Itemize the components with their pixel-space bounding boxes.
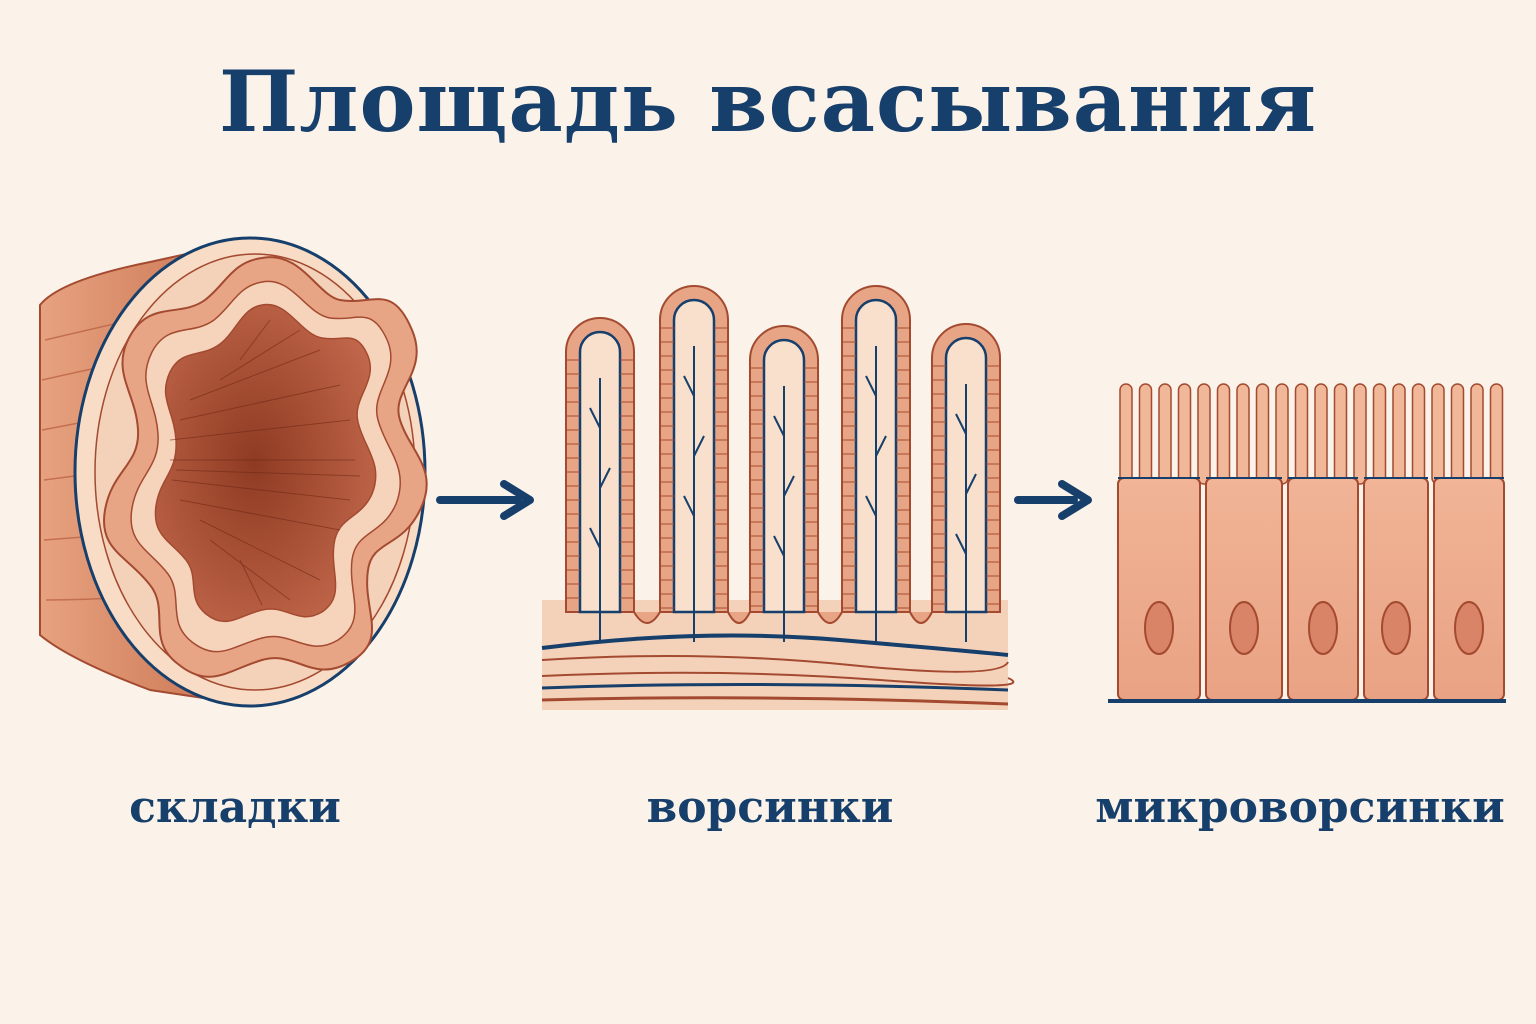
arrow-right-icon (1014, 480, 1092, 520)
crypt (909, 611, 933, 624)
label-microvilli: микроворсинки (1095, 782, 1505, 833)
crypt (817, 611, 843, 624)
microvillus (1177, 383, 1192, 485)
epithelial-cell (1205, 477, 1283, 701)
epithelial-cell (1117, 477, 1201, 701)
microvillus (1197, 383, 1211, 485)
label-folds: складки (129, 782, 341, 833)
microvillus (1333, 383, 1348, 485)
villus (659, 285, 729, 642)
cell-nucleus (1144, 601, 1174, 655)
villus (931, 323, 1001, 642)
villi-icon (541, 285, 1015, 710)
cell-nucleus (1381, 601, 1411, 655)
lumen (154, 303, 377, 623)
microvillus (1275, 383, 1289, 485)
microvillus (1314, 383, 1328, 485)
microvillus (1216, 383, 1231, 485)
epithelial-cell (1287, 477, 1359, 701)
intestine-cross-section-icon (39, 236, 428, 708)
microvillus (1489, 383, 1504, 485)
microvillus (1138, 383, 1153, 485)
cell-nucleus (1229, 601, 1259, 655)
arrow-right-icon (436, 480, 534, 520)
villus (749, 325, 819, 642)
microvillus (1431, 383, 1445, 485)
microvillus (1411, 383, 1426, 485)
microvillus (1236, 383, 1250, 485)
label-villi: ворсинки (646, 782, 894, 833)
villus (565, 317, 635, 642)
villus (841, 285, 911, 642)
microvillus (1353, 383, 1367, 485)
microvilli-cells-icon (1108, 383, 1506, 703)
crypt (727, 611, 751, 624)
cell-nucleus (1454, 601, 1484, 655)
crypt (633, 611, 661, 624)
microvillus (1470, 383, 1484, 485)
microvillus (1450, 383, 1465, 485)
microvillus (1158, 383, 1172, 485)
microvillus (1372, 383, 1387, 485)
microvillus (1119, 383, 1133, 485)
epithelial-cell (1363, 477, 1429, 701)
cell-nucleus (1308, 601, 1338, 655)
microvillus (1255, 383, 1270, 485)
microvillus (1392, 383, 1406, 485)
diagram-title: Площадь всасывания (218, 52, 1318, 151)
microvillus (1294, 383, 1309, 485)
epithelial-cell (1433, 477, 1505, 701)
